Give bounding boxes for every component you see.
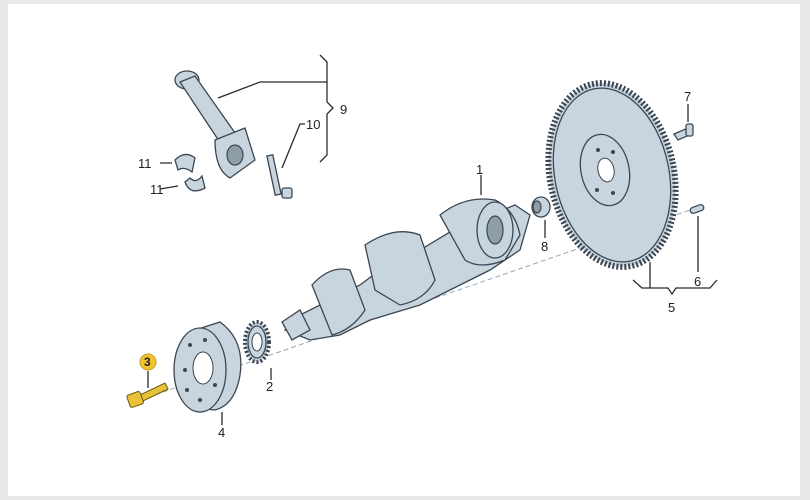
callout-9: 9 [340,102,347,117]
bush-part-8[interactable] [531,196,551,218]
leader-lines [147,54,718,425]
callout-10: 10 [306,117,320,132]
callout-3: 3 [144,355,151,369]
callout-6: 6 [694,274,701,289]
bearing-shell-part-11-upper[interactable] [174,153,196,174]
callout-1: 1 [476,162,483,177]
callout-2: 2 [266,379,273,394]
pulley-bolt-part-3[interactable] [126,382,169,408]
sprocket-part-2[interactable] [243,320,271,364]
callout-11-lower: 11 [150,182,164,197]
dowel-pin-part-6[interactable] [689,203,705,215]
flywheel-bolt-part-7[interactable] [673,123,694,141]
callout-5: 5 [668,300,675,315]
callout-11-upper: 11 [138,156,152,171]
callout-7: 7 [684,89,691,104]
callout-4: 4 [218,425,225,440]
rod-bolt-part-10[interactable] [266,154,293,199]
callout-8: 8 [541,239,548,254]
bearing-shell-part-11-lower[interactable] [184,174,206,192]
connecting-rod-part-9[interactable] [174,70,256,179]
callout-3-highlight [139,353,157,371]
pulley-part-4[interactable] [173,321,242,413]
crankshaft-part-1[interactable] [281,198,531,341]
flywheel-part-5[interactable] [532,71,692,279]
